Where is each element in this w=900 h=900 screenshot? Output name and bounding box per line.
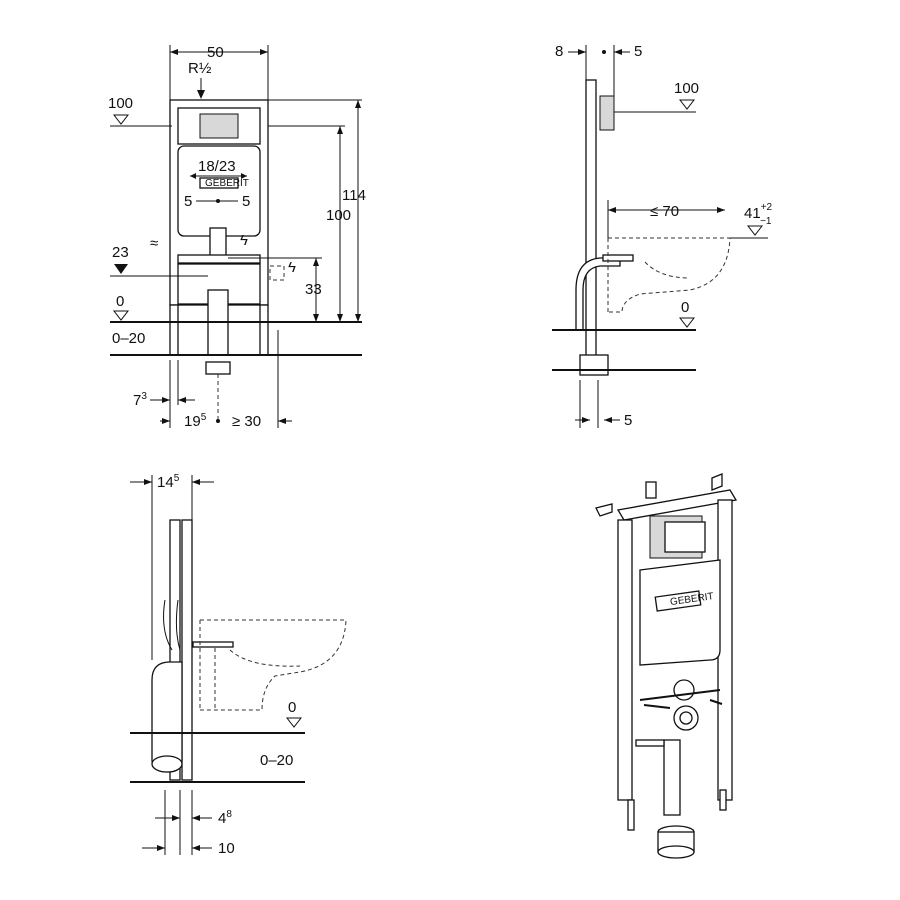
level-100-label: 100 [108, 95, 133, 112]
height-100-label: 100 [326, 207, 351, 224]
detail-view: 145 0 0–20 48 10 [130, 473, 347, 857]
drain-bend [205, 361, 231, 375]
top-left-label: 8 [555, 43, 563, 60]
iso-view: GEBERIT [595, 473, 738, 859]
iso-cistern [639, 559, 721, 666]
bowl-width-label: ≤ 70 [650, 203, 679, 220]
bowl-height-label: 41+2−1 [744, 202, 773, 227]
level-0-side-label: 0 [681, 299, 689, 316]
offset-detail-label: 48 [218, 809, 232, 827]
floor-label: 0–20 [112, 330, 145, 347]
socket-outline [269, 265, 285, 281]
front-view: 50 R½ GEBERIT 18/23 5 5 ϟ [108, 44, 366, 430]
frame-profile [585, 79, 597, 371]
iso-left-post [617, 519, 633, 801]
drain-bend-side [579, 354, 609, 376]
height-33-label: 33 [305, 281, 322, 298]
actuator-side [599, 95, 615, 131]
height-114-label: 114 [342, 187, 366, 204]
offset-right-label: 5 [242, 193, 250, 210]
water-icon: ≈ [150, 235, 158, 252]
connection-label: R½ [188, 60, 212, 77]
iso-valve [645, 481, 657, 499]
level-0-detail-label: 0 [288, 699, 296, 716]
depth-label: 145 [157, 473, 180, 491]
top-right-label: 5 [634, 43, 642, 60]
level-100-side-label: 100 [674, 80, 699, 97]
actuator-plate [199, 113, 239, 139]
floor-detail-label: 0–20 [260, 752, 293, 769]
right-leg [259, 304, 269, 356]
side-view: 8 5 100 ≤ 70 41+2−1 0 [552, 43, 773, 429]
button-size-label: 18/23 [198, 158, 236, 175]
iso-drain-pipe [663, 739, 681, 816]
bottom-detail-label: 10 [218, 840, 235, 857]
brand-mark: GEBERIT [205, 178, 249, 189]
level-0-label: 0 [116, 293, 124, 310]
foot-offset-label: 73 [133, 391, 147, 409]
bottom-left-label: 195 [184, 412, 207, 430]
width-50-label: 50 [207, 44, 224, 61]
frame-section [181, 519, 193, 781]
offset-left-label: 5 [184, 193, 192, 210]
level-23-label: 23 [112, 244, 129, 261]
electric-icon-2: ϟ [288, 259, 296, 276]
bottom-side-label: 5 [624, 412, 632, 429]
left-leg [169, 304, 179, 356]
electric-icon: ϟ [240, 232, 248, 249]
min-clearance-label: ≥ 30 [232, 413, 261, 430]
